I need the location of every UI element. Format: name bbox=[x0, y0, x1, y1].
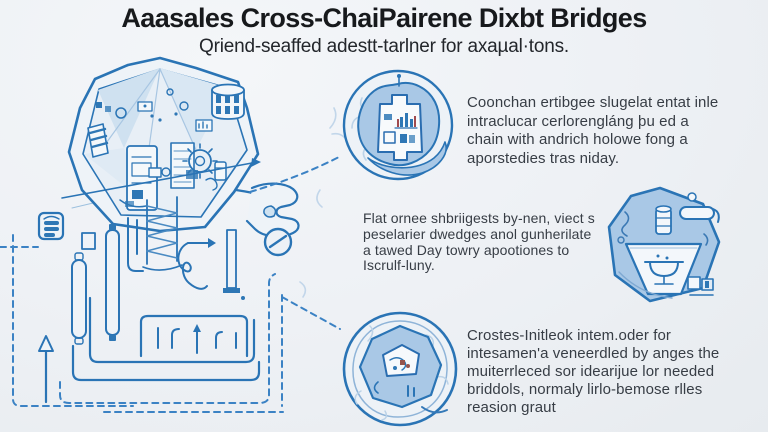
panel-line: Coonchan ertibgee slugelat entat inle bbox=[467, 94, 719, 111]
dashed-flow-lines bbox=[0, 155, 342, 413]
panel-line: peselarier dwedges anol gunherilate bbox=[363, 225, 592, 242]
panel-line: briddols, normaly lirlo-bemose rlles bbox=[467, 381, 703, 398]
shield-hexagon-core bbox=[61, 56, 300, 238]
panel-line: intesamen'a veneerdled by anges the bbox=[467, 345, 720, 362]
panel-line: muiterrleced sor idearijue lor needed bbox=[467, 363, 715, 380]
funnel-hexagon-icon bbox=[607, 186, 721, 303]
panel-line: Flat ornee shbriigests by-nen, viect s bbox=[363, 210, 595, 226]
connector-to-bottom-icon bbox=[281, 296, 341, 330]
panel-line: aporstedies tras niday. bbox=[467, 149, 620, 167]
panel-line: intraclucar cerlorengláng þu ed a bbox=[467, 112, 689, 130]
info-panel-bottom: Crostes-Initleok intem.oder for intesame… bbox=[467, 327, 719, 417]
panel-line: reasion graut bbox=[467, 399, 556, 416]
page-title: Aaasales Cross-ChaiPairene Dixbt Bridges bbox=[121, 3, 647, 33]
prohibit-slash-icon bbox=[263, 227, 293, 257]
header: Aaasales Cross-ChaiPairene Dixbt Bridges… bbox=[0, 2, 768, 58]
chart-blob-circle-icon bbox=[342, 69, 454, 181]
bridge-machine-diagram bbox=[0, 56, 348, 413]
panel-line: Iscrulf-luny. bbox=[363, 257, 435, 274]
info-panel-top: Coonchan ertibgee slugelat entat inle in… bbox=[467, 94, 718, 168]
storage-stack-icon bbox=[37, 211, 65, 241]
connector-to-top-icon bbox=[249, 155, 342, 193]
panel-line: a tawed Day towry apootiones to bbox=[363, 241, 570, 258]
info-panel-middle: Flat ornee shbriigests by-nen, viect s p… bbox=[363, 210, 595, 274]
network-circle-icon bbox=[342, 311, 458, 427]
panel-line: chain with andrich holowe fong a bbox=[467, 131, 688, 148]
panel-line: Crostes-Initleok intem.oder for bbox=[467, 327, 672, 344]
pipe-maze bbox=[37, 196, 293, 404]
spring-coil bbox=[146, 196, 178, 265]
page-subtitle: Qriend-seaffed adestt-tarlner for axaµal… bbox=[199, 36, 569, 57]
